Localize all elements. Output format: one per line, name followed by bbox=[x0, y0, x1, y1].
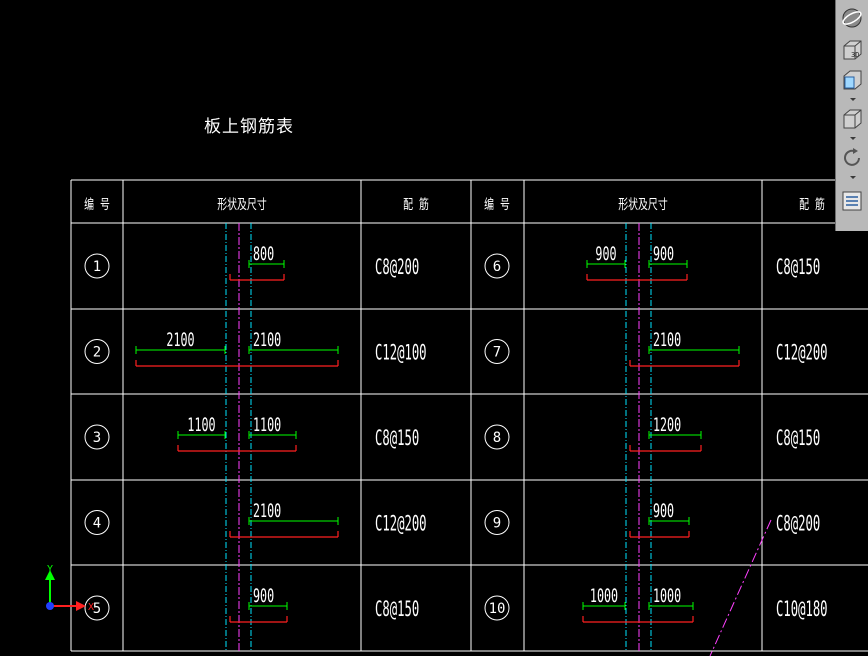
row-number: 9 bbox=[493, 516, 501, 532]
orbit-icon[interactable] bbox=[838, 4, 866, 32]
dimension-text: 2100 bbox=[653, 329, 681, 351]
row-number-circle bbox=[484, 510, 510, 535]
row-number-circle bbox=[84, 510, 110, 535]
view-toolbar: 3D bbox=[835, 0, 868, 231]
dimension-text: 2100 bbox=[253, 329, 281, 351]
reinforcement-spec: C8@200 bbox=[776, 512, 820, 537]
row-number: 1 bbox=[93, 259, 101, 275]
dimension-text: 1000 bbox=[590, 585, 618, 607]
dimension-text: 1200 bbox=[653, 414, 681, 436]
reinforcement-spec: C8@150 bbox=[776, 256, 820, 281]
reinforcement-spec: C12@200 bbox=[776, 341, 828, 366]
row-number-circle bbox=[84, 424, 110, 450]
row-number: 4 bbox=[93, 516, 101, 532]
row-number: 6 bbox=[493, 259, 501, 275]
row-number-circle bbox=[484, 595, 510, 621]
view-iso-icon[interactable] bbox=[838, 105, 866, 133]
dimension-text: 1100 bbox=[187, 414, 215, 436]
view-3d-icon[interactable]: 3D bbox=[838, 36, 866, 64]
reinforcement-spec: C8@150 bbox=[375, 598, 419, 623]
column-header: 形状及尺寸 bbox=[618, 196, 667, 212]
reinforcement-spec: C8@200 bbox=[375, 256, 419, 281]
row-number-circle bbox=[84, 595, 110, 621]
row-number: 10 bbox=[489, 601, 506, 617]
dimension-text: 900 bbox=[595, 243, 616, 265]
reinforcement-spec: C12@200 bbox=[375, 512, 427, 537]
dimension-text: 1100 bbox=[253, 414, 281, 436]
rotate-icon[interactable] bbox=[838, 144, 866, 172]
reinforcement-spec: C10@180 bbox=[776, 598, 828, 623]
row-number-circle bbox=[84, 339, 110, 364]
row-number: 3 bbox=[93, 430, 101, 446]
column-header: 配 筋 bbox=[799, 195, 825, 212]
table-title: 板上钢筋表 bbox=[204, 117, 294, 137]
dimension-text: 800 bbox=[253, 243, 274, 265]
column-header: 配 筋 bbox=[403, 195, 429, 212]
ucs-origin bbox=[46, 602, 54, 610]
row-number-circle bbox=[484, 424, 510, 450]
reinforcement-spec: C8@150 bbox=[375, 427, 419, 452]
column-header: 编 号 bbox=[84, 195, 110, 212]
row-number: 7 bbox=[493, 345, 501, 361]
view-front-icon[interactable] bbox=[838, 66, 866, 94]
ucs-x-arrow bbox=[76, 601, 86, 611]
dimension-text: 2100 bbox=[166, 329, 194, 351]
row-number: 5 bbox=[93, 601, 101, 617]
dimension-text: 900 bbox=[253, 585, 274, 607]
reinforcement-spec: C8@150 bbox=[776, 427, 820, 452]
view-3d-label: 3D bbox=[851, 51, 859, 59]
chevron-down-icon[interactable] bbox=[850, 98, 856, 101]
chevron-down-icon[interactable] bbox=[850, 137, 856, 140]
ucs-y-label: Y bbox=[47, 564, 53, 575]
row-number: 2 bbox=[93, 345, 101, 361]
ucs-y-arrow bbox=[45, 570, 55, 580]
row-number-circle bbox=[484, 339, 510, 364]
ucs-x-label: X bbox=[88, 602, 94, 613]
dimension-text: 1000 bbox=[653, 585, 681, 607]
column-header: 编 号 bbox=[484, 195, 510, 212]
properties-icon[interactable] bbox=[838, 187, 866, 215]
diagonal-construction-line bbox=[709, 519, 772, 656]
dimension-text: 900 bbox=[653, 500, 674, 522]
row-number-circle bbox=[484, 253, 510, 279]
row-number: 8 bbox=[493, 430, 501, 446]
dimension-text: 2100 bbox=[253, 500, 281, 522]
dimension-text: 900 bbox=[653, 243, 674, 265]
chevron-down-icon[interactable] bbox=[850, 176, 856, 179]
reinforcement-spec: C12@100 bbox=[375, 341, 427, 366]
column-header: 形状及尺寸 bbox=[217, 196, 266, 212]
row-number-circle bbox=[84, 253, 110, 279]
